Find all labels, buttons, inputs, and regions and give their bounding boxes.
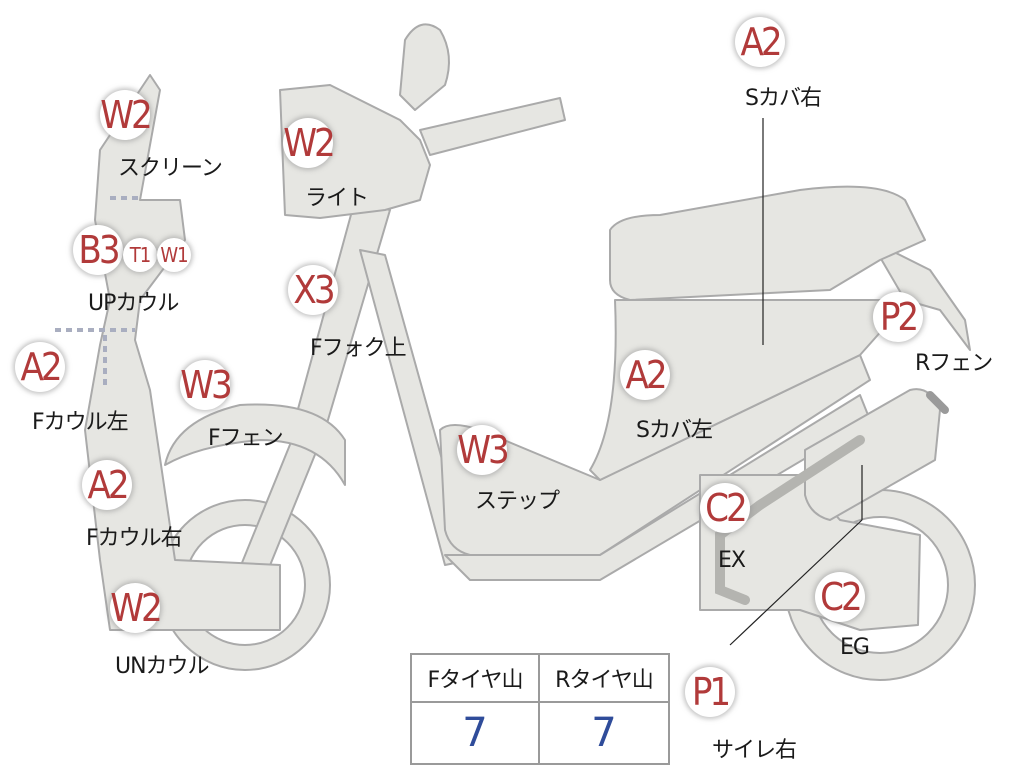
headlight-shape <box>279 84 431 219</box>
seat-shape <box>609 185 926 301</box>
damage-marker: X3 <box>288 265 338 315</box>
damage-label: EG <box>840 635 870 660</box>
damage-label: EX <box>718 548 746 573</box>
damage-marker: P1 <box>685 667 735 717</box>
damage-marker: C2 <box>815 572 865 622</box>
damage-marker: A2 <box>620 350 670 400</box>
rear-tire-header: Rタイヤ山 <box>540 655 668 703</box>
leader-silencer-2 <box>729 519 863 646</box>
damage-label: Fカウル右 <box>86 526 183 551</box>
rear-tire-value: 7 <box>591 710 617 756</box>
damage-label: UNカウル <box>115 654 210 679</box>
damage-label: Fフォク上 <box>310 336 407 361</box>
damage-label: ステップ <box>475 489 560 514</box>
damage-marker: P2 <box>873 292 923 342</box>
tire-tread-table: Fタイヤ山 Rタイヤ山 7 7 <box>410 653 670 765</box>
front-tire-value: 7 <box>412 703 540 763</box>
damage-label: Rフェン <box>915 351 993 376</box>
damage-marker: W2 <box>100 90 153 140</box>
front-fork-shape <box>294 199 391 431</box>
handlebar-shape <box>419 97 566 156</box>
damage-marker: B3 <box>73 225 123 275</box>
damage-marker: W3 <box>457 425 510 475</box>
windshield-shape <box>399 23 450 111</box>
damage-marker: C2 <box>700 483 750 533</box>
front-fender-shape <box>164 403 346 486</box>
step-floor-shape <box>439 354 871 556</box>
damage-marker: W3 <box>180 360 233 410</box>
exhaust-pipe-shape <box>715 435 865 605</box>
damage-marker: A2 <box>15 342 65 392</box>
damage-label: Fカウル左 <box>32 410 129 435</box>
front-tire-header: Fタイヤ山 <box>412 655 540 703</box>
damage-marker: T1 <box>123 238 157 272</box>
front-cowl-shape <box>84 74 281 631</box>
damage-marker: W2 <box>110 583 163 633</box>
damage-marker: W1 <box>157 238 191 272</box>
damage-label: Sカバ左 <box>636 418 713 443</box>
damage-label: Sカバ右 <box>745 86 822 111</box>
damage-label: スクリーン <box>118 156 223 181</box>
damage-label: Fフェン <box>208 426 284 451</box>
damage-label: サイレ右 <box>712 738 797 763</box>
damage-marker: A2 <box>735 17 785 67</box>
damage-marker: A2 <box>82 460 132 510</box>
damage-label: UPカウル <box>88 291 179 316</box>
damage-marker: W2 <box>283 118 336 168</box>
silencer-shape <box>804 388 941 521</box>
damage-label: ライト <box>305 186 369 211</box>
side-cover-shape <box>589 299 901 481</box>
